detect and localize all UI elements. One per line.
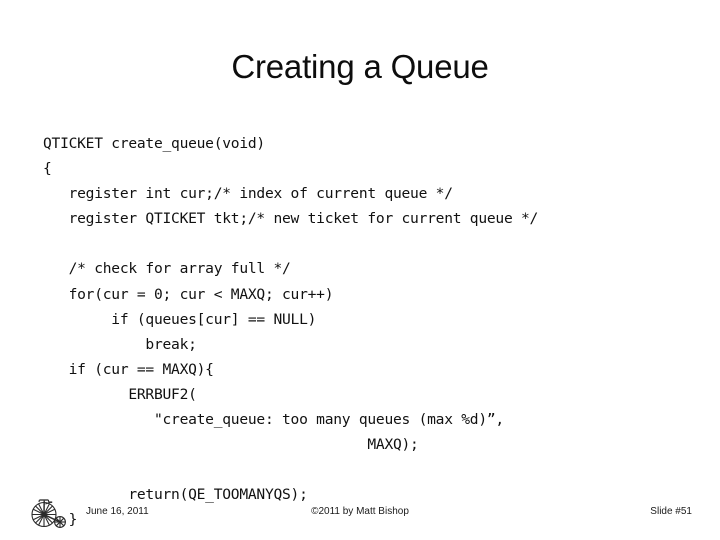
code-line: "create_queue: too many queues (max %d)”… <box>43 411 504 429</box>
code-line <box>43 231 703 256</box>
penny-farthing-bicycle-logo <box>31 495 67 529</box>
code-line: ERRBUF2( <box>43 385 197 403</box>
slide-footer: June 16, 2011 ©2011 by Matt Bishop Slide… <box>0 494 720 540</box>
code-line: register int cur;/* index of current que… <box>43 185 453 203</box>
footer-date: June 16, 2011 <box>86 506 149 517</box>
code-line: } <box>43 511 78 529</box>
code-line: break; <box>43 335 197 353</box>
code-line: return(QE_TOOMANYQS); <box>43 486 308 504</box>
footer-slide-number: Slide #51 <box>650 506 692 517</box>
code-line: if (queues[cur] == NULL) <box>43 310 317 328</box>
code-line: for(cur = 0; cur < MAXQ; cur++) <box>43 285 334 303</box>
code-block: QTICKET create_queue(void) { register int… <box>43 131 703 533</box>
footer-copyright: ©2011 by Matt Bishop <box>311 506 409 517</box>
code-line: if (cur == MAXQ){ <box>43 360 214 378</box>
code-line: /* check for array full */ <box>43 260 291 278</box>
code-line: QTICKET create_queue(void) <box>43 135 265 152</box>
code-line: { <box>43 160 52 178</box>
code-line: MAXQ); <box>43 436 419 454</box>
code-line <box>43 457 703 482</box>
code-line: register QTICKET tkt;/* new ticket for c… <box>43 210 539 228</box>
page-title: Creating a Queue <box>231 48 489 85</box>
